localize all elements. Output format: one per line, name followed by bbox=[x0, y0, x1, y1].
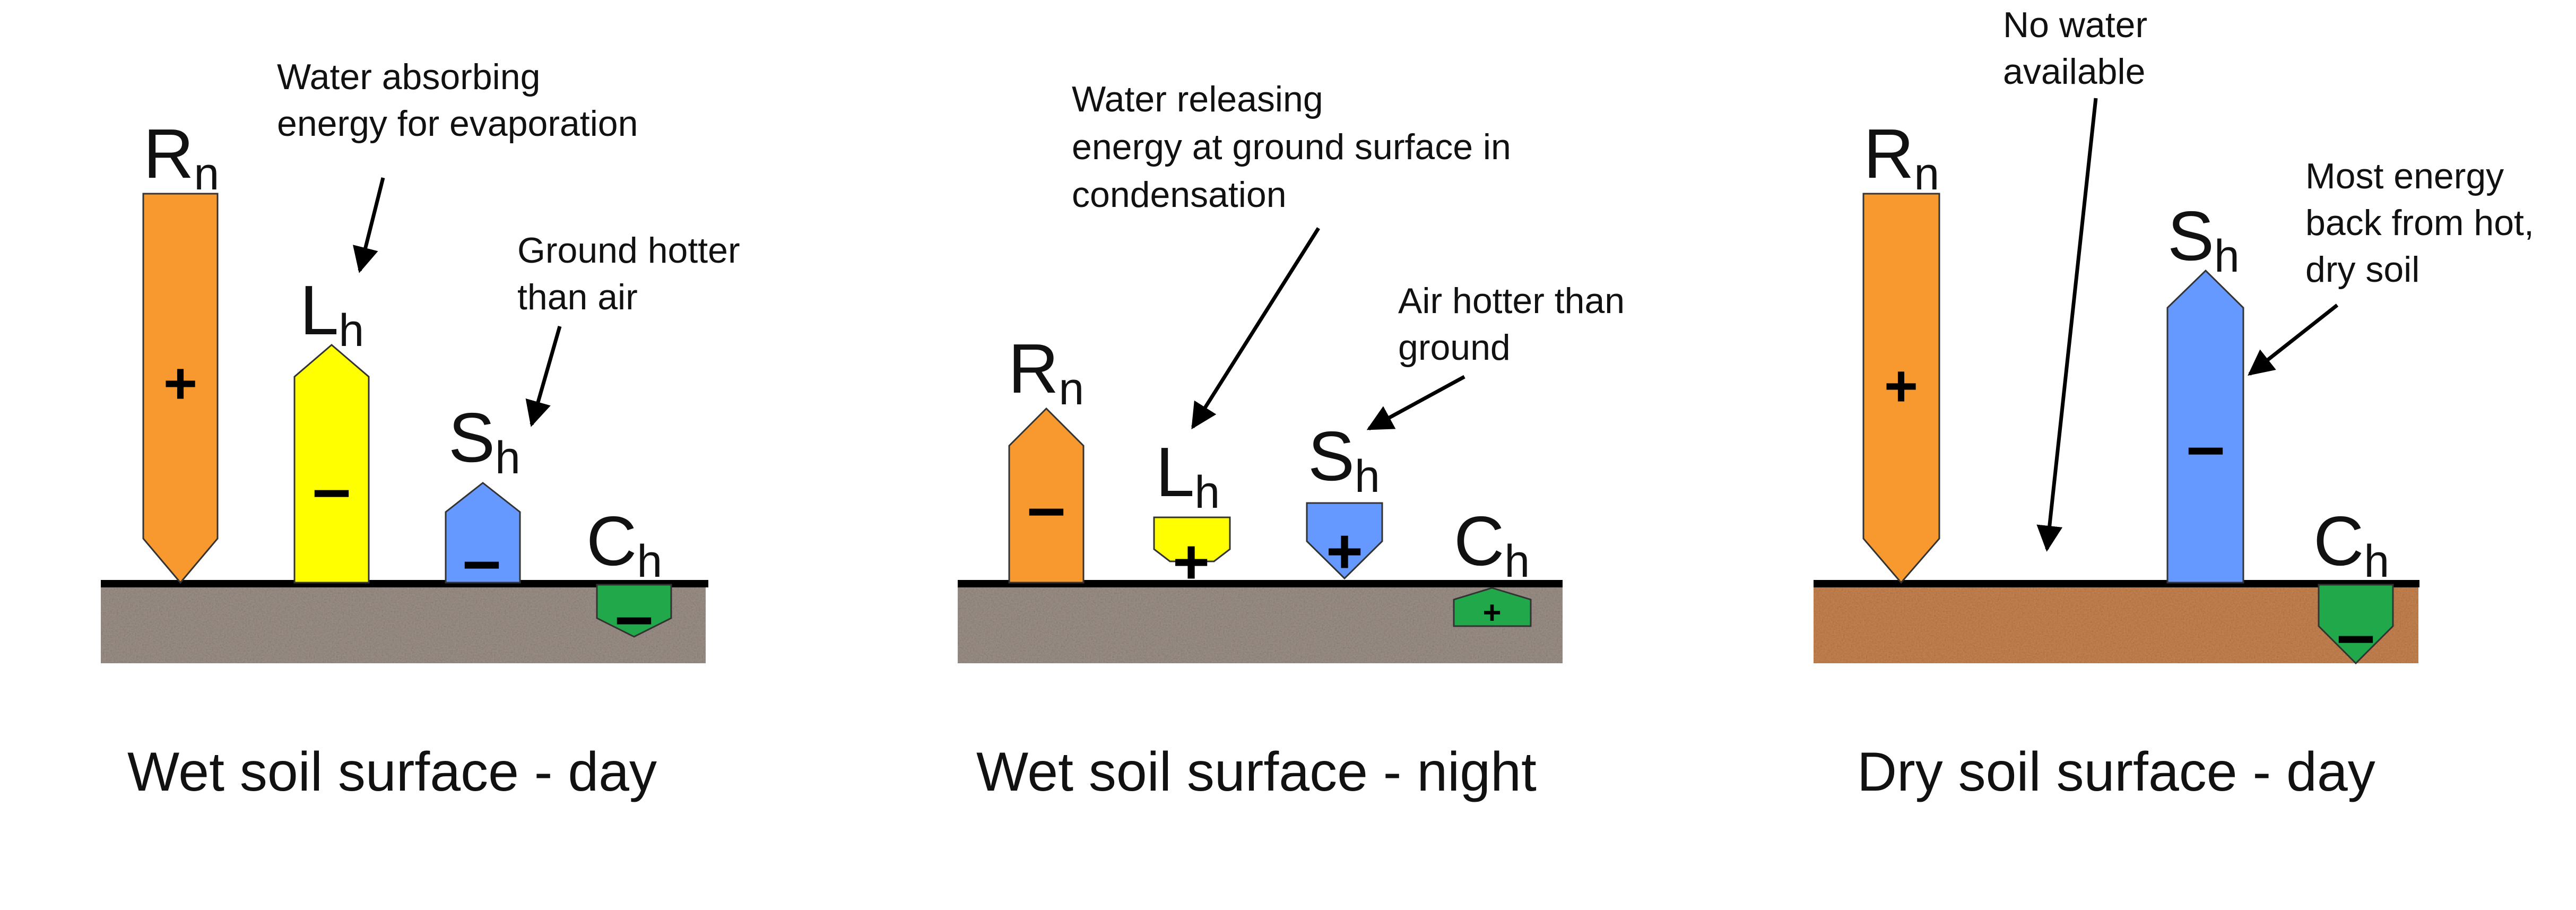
pointer-arrow bbox=[2036, 98, 2098, 552]
lh-label: Lh bbox=[1156, 433, 1220, 518]
minus-sign: – bbox=[2337, 595, 2375, 673]
panel-caption: Dry soil surface - day bbox=[1857, 741, 2375, 803]
panel-caption: Wet soil surface - night bbox=[976, 741, 1537, 803]
rn-label: Rn bbox=[1008, 330, 1084, 414]
note-air-hotter: Air hotter than ground bbox=[1398, 281, 1635, 368]
dry-soil-block bbox=[1814, 584, 2418, 663]
lh-flux-arrow bbox=[293, 344, 370, 584]
plus-sign: + bbox=[1482, 595, 1501, 630]
ch-label: Ch bbox=[2313, 502, 2389, 587]
note-latent-evaporation: Water absorbing energy for evaporation bbox=[277, 57, 638, 144]
plus-sign: + bbox=[163, 351, 197, 416]
panel-dry-day: + Rn – Sh – Ch No water available Most e… bbox=[1814, 5, 2544, 803]
minus-sign: – bbox=[313, 449, 351, 527]
panel-wet-night: – Rn + Lh + Sh + Ch Water releasing ener… bbox=[958, 79, 1635, 803]
sh-flux-arrow bbox=[445, 482, 521, 584]
plus-sign: + bbox=[1326, 516, 1363, 587]
lh-flux-arrow bbox=[1153, 516, 1231, 562]
rn-flux-arrow bbox=[142, 193, 219, 584]
sh-flux-arrow bbox=[1306, 502, 1383, 580]
pointer-arrow bbox=[352, 177, 385, 273]
rn-label: Rn bbox=[1863, 115, 1939, 200]
rn-flux-arrow bbox=[1008, 407, 1085, 584]
ch-label: Ch bbox=[1454, 502, 1530, 587]
note-no-water: No water available bbox=[2003, 5, 2157, 92]
sh-label: Sh bbox=[448, 398, 521, 483]
ch-flux-arrow bbox=[596, 584, 672, 638]
plus-sign: + bbox=[1173, 526, 1210, 597]
plus-sign: + bbox=[1884, 353, 1918, 419]
lh-label: Lh bbox=[300, 271, 364, 356]
rn-label: Rn bbox=[143, 115, 219, 200]
sh-label: Sh bbox=[2167, 197, 2240, 282]
panel-wet-day: + Rn – Lh – Sh – Ch Water absorbing ener… bbox=[101, 57, 750, 803]
minus-sign: – bbox=[2187, 407, 2225, 484]
minus-sign: – bbox=[463, 521, 501, 599]
pointer-arrow bbox=[525, 326, 562, 427]
panel-caption: Wet soil surface - day bbox=[127, 741, 657, 803]
minus-sign: – bbox=[615, 577, 653, 654]
pointer-arrow bbox=[2248, 304, 2339, 376]
pointer-arrow bbox=[1191, 227, 1320, 430]
sh-flux-arrow bbox=[2166, 269, 2244, 584]
minus-sign: – bbox=[1027, 468, 1065, 545]
pointer-arrow bbox=[1366, 375, 1465, 431]
rn-flux-arrow bbox=[1862, 193, 1940, 584]
ch-flux-arrow bbox=[1453, 587, 1532, 627]
ch-flux-arrow bbox=[2318, 584, 2394, 665]
ch-label: Ch bbox=[586, 502, 662, 587]
sh-label: Sh bbox=[1308, 417, 1380, 502]
note-latent-condensation: Water releasing energy at ground surface… bbox=[1072, 79, 1521, 215]
note-ground-hotter: Ground hotter than air bbox=[517, 230, 750, 317]
note-hot-dry-soil: Most energy back from hot, dry soil bbox=[2305, 156, 2544, 290]
